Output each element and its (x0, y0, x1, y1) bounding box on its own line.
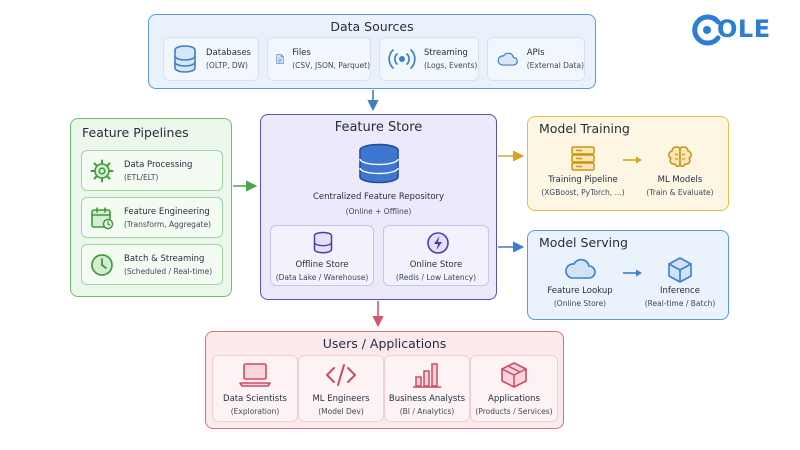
offline-database-icon (313, 231, 333, 254)
inference-node: Inference (Real-time / Batch) (636, 256, 724, 308)
offline-store-card: Offline Store (Data Lake / Warehouse) (270, 225, 374, 286)
pipeline-batch-streaming-sub: (Scheduled / Real-time) (124, 266, 213, 276)
feature-lookup-label: Feature Lookup (547, 286, 613, 296)
code-icon (326, 364, 356, 386)
online-store-card: Online Store (Redis / Low Latency) (383, 225, 489, 286)
inference-sub: (Real-time / Batch) (644, 299, 716, 308)
pipeline-feature-engineering-card: Feature Engineering (Transform, Aggregat… (81, 197, 223, 238)
gear-icon (90, 159, 114, 182)
database-icon (174, 45, 196, 73)
data-sources-title: Data Sources (330, 19, 414, 34)
source-databases-sub: (OLTP, DW) (206, 61, 248, 70)
user-business-analysts-label: Business Analysts (388, 394, 466, 404)
clock-icon (91, 253, 113, 276)
user-applications-sub: (Products / Services) (475, 407, 553, 416)
feature-store-title: Feature Store (334, 120, 423, 135)
model-serving-title: Model Serving (539, 235, 628, 250)
source-databases-card: Databases (OLTP, DW) (163, 37, 259, 81)
user-data-scientists-sub: (Exploration) (230, 407, 280, 416)
central-repository-label: Centralized Feature Repository (312, 192, 445, 202)
source-files-sub: (CSV, JSON, Parquet) (292, 61, 370, 70)
source-files-label: Files (292, 48, 311, 58)
user-business-analysts-card: Business Analysts (BI / Analytics) (384, 355, 470, 422)
user-business-analysts-sub: (BI / Analytics) (399, 407, 455, 416)
lightning-icon (427, 232, 449, 254)
pipeline-data-processing-card: Data Processing (ETL/ELT) (81, 150, 223, 191)
source-streaming-card: Streaming (Logs, Events) (379, 37, 479, 81)
server-icon (571, 146, 595, 171)
feature-lookup-sub: (Online Store) (553, 299, 607, 308)
logo-mark-icon (692, 14, 721, 46)
user-ml-engineers-sub: (Model Dev) (318, 407, 364, 416)
users-applications-title: Users / Applications (322, 336, 447, 351)
brain-icon (668, 146, 692, 167)
pipeline-data-processing-label: Data Processing (124, 159, 193, 170)
user-applications-card: Applications (Products / Services) (470, 355, 558, 422)
training-pipeline-sub: (XGBoost, PyTorch, ...) (541, 188, 625, 197)
model-serving-panel: Model Serving Feature Lookup (Online Sto… (527, 230, 729, 320)
model-training-title: Model Training (539, 121, 630, 136)
calendar-icon (91, 206, 114, 229)
laptop-icon (239, 363, 271, 387)
serving-flow-arrow (623, 269, 642, 277)
pipeline-feature-engineering-label: Feature Engineering (124, 206, 210, 217)
users-applications-panel: Users / Applications Data Scientists (Ex… (205, 331, 564, 429)
streaming-icon (388, 49, 416, 69)
feature-lookup-node: Feature Lookup (Online Store) (540, 256, 620, 308)
user-data-scientists-label: Data Scientists (223, 394, 287, 404)
bar-chart-icon (413, 363, 441, 388)
user-ml-engineers-label: ML Engineers (312, 394, 370, 404)
cloud-icon (497, 52, 518, 66)
source-apis-card: APIs (External Data) (487, 37, 585, 81)
model-training-panel: Model Training Training Pipeline (XGBoos… (527, 116, 729, 211)
ml-models-sub: (Train & Evaluate) (646, 188, 714, 197)
source-streaming-sub: (Logs, Events) (424, 61, 478, 70)
logo-text: OLE (717, 15, 771, 43)
source-streaming-label: Streaming (424, 48, 468, 58)
online-store-label: Online Store (409, 260, 463, 270)
ml-models-node: ML Models (Train & Evaluate) (640, 145, 720, 197)
data-sources-panel: Data Sources Databases (OLTP, DW) Files … (148, 14, 596, 89)
source-apis-label: APIs (526, 48, 545, 58)
pipeline-data-processing-sub: (ETL/ELT) (124, 172, 159, 182)
inference-label: Inference (660, 286, 700, 296)
feature-store-panel: Feature Store Centralized Feature Reposi… (260, 114, 497, 300)
central-database-icon (359, 143, 399, 184)
feature-pipelines-panel: Feature Pipelines Data Processing (ETL/E… (70, 118, 232, 297)
pipeline-batch-streaming-label: Batch & Streaming (124, 253, 205, 264)
training-pipeline-label: Training Pipeline (548, 175, 618, 185)
source-databases-label: Databases (206, 48, 251, 58)
online-store-sub: (Redis / Low Latency) (395, 273, 477, 282)
box-icon (501, 362, 527, 388)
training-flow-arrow (623, 156, 642, 164)
central-repository-sub: (Online + Offline) (345, 207, 412, 216)
offline-store-label: Offline Store (295, 260, 349, 270)
file-icon (276, 54, 284, 64)
pipeline-feature-engineering-sub: (Transform, Aggregate) (124, 219, 212, 229)
source-apis-sub: (External Data) (526, 61, 584, 70)
cole-logo: OLE (690, 13, 774, 47)
source-files-card: Files (CSV, JSON, Parquet) (267, 37, 371, 81)
user-ml-engineers-card: ML Engineers (Model Dev) (298, 355, 384, 422)
feature-pipelines-title: Feature Pipelines (82, 125, 189, 140)
ml-models-label: ML Models (657, 175, 703, 185)
user-data-scientists-card: Data Scientists (Exploration) (212, 355, 298, 422)
cube-icon (668, 257, 692, 283)
user-applications-label: Applications (488, 394, 540, 404)
offline-store-sub: (Data Lake / Warehouse) (275, 273, 369, 282)
training-pipeline-node: Training Pipeline (XGBoost, PyTorch, ...… (538, 145, 628, 197)
pipeline-batch-streaming-card: Batch & Streaming (Scheduled / Real-time… (81, 244, 223, 285)
cloud-icon (565, 258, 596, 279)
